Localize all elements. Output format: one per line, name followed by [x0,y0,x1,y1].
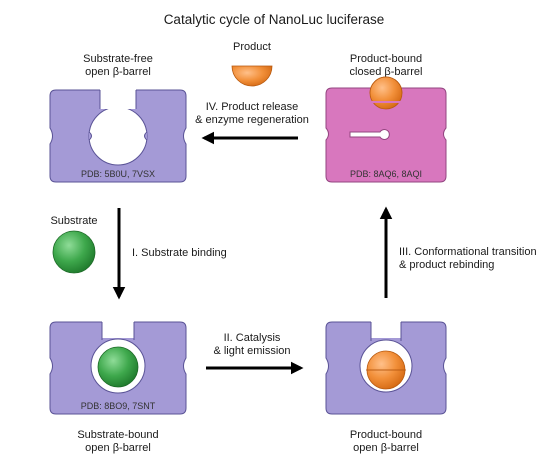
step-4-label-2: & enzyme regeneration [195,114,309,126]
product-bound-closed-label-2: closed β-barrel [350,66,423,78]
substrate-free-pdb: PDB: 5B0U, 7VSX [81,169,155,179]
state-product-bound-open: Product-bound open β-barrel [325,318,447,454]
free-product: Product [231,41,273,87]
state-substrate-free: Substrate-free open β-barrel PDB: 5B0U, … [49,53,187,183]
product-bound-open-label-2: open β-barrel [353,442,419,454]
state-product-bound-closed: Product-bound closed β-barrel PDB: 8AQ6,… [325,53,447,183]
substrate-bound-label-2: open β-barrel [85,442,151,454]
open-barrel-shape [49,85,187,183]
step-2-label-2: & light emission [213,345,290,357]
product-label: Product [233,41,271,53]
substrate-free-label-1: Substrate-free [83,53,153,65]
product-molecule [231,65,273,87]
substrate-molecule [52,230,96,274]
step-3-label-1: III. Conformational transition [399,246,537,258]
product-bound-closed-pdb: PDB: 8AQ6, 8AQI [350,169,422,179]
step-4-label-1: IV. Product release [206,101,299,113]
step-3-label-2: & product rebinding [399,259,494,271]
substrate-bound-pdb: PDB: 8BO9, 7SNT [81,401,156,411]
product-bound-open-label-1: Product-bound [350,429,422,441]
substrate-bound-label-1: Substrate-bound [77,429,158,441]
step-2-label-1: II. Catalysis [224,332,281,344]
product-molecule-closed [369,76,403,110]
step-1-label: I. Substrate binding [132,247,227,259]
substrate-free-label-2: open β-barrel [85,66,151,78]
bound-substrate-molecule [97,346,139,388]
state-substrate-bound: PDB: 8BO9, 7SNT Substrate-bound open β-b… [49,318,187,454]
closed-barrel-shape [325,87,447,183]
free-substrate: Substrate [50,215,98,274]
product-bound-closed-label-1: Product-bound [350,53,422,65]
diagram-title: Catalytic cycle of NanoLuc luciferase [164,12,385,27]
substrate-label: Substrate [50,215,97,227]
